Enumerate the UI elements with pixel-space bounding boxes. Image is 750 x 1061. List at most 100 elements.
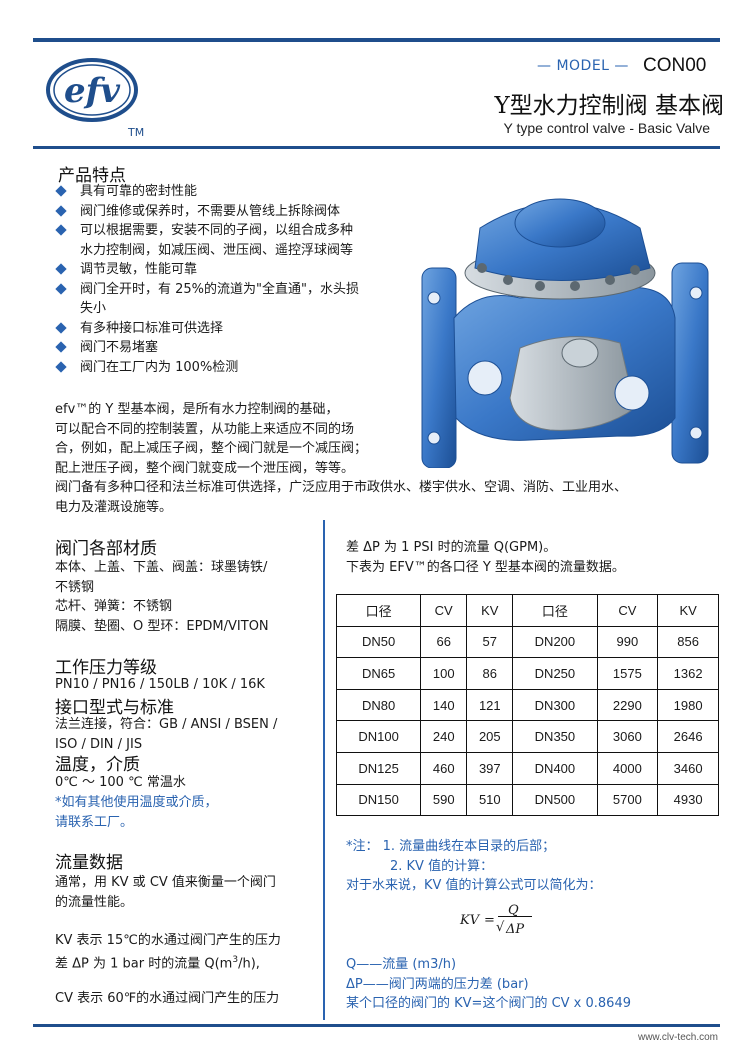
- feature-text: 调节灵敏，性能可靠: [80, 262, 198, 277]
- efv-logo: efv: [46, 58, 138, 122]
- feature-item: 调节灵敏，性能可靠: [55, 260, 359, 280]
- feature-item: 有多种接口标准可供选择: [55, 319, 359, 339]
- feature-text: 具有可靠的密封性能: [80, 184, 198, 199]
- table-cell: DN300: [512, 688, 598, 722]
- features-heading: 产品特点: [58, 166, 126, 186]
- column-divider: [323, 520, 325, 1020]
- feature-text: 可以根据需要，安装不同的子阀，以组合成多种: [80, 223, 354, 238]
- table-cell: 100: [420, 657, 468, 690]
- page-subtitle: Y type control valve - Basic Valve: [503, 120, 710, 136]
- table-cell: 57: [466, 625, 514, 659]
- pressure-heading: 工作压力等级: [55, 658, 157, 678]
- table-cell: 4930: [657, 783, 719, 817]
- flow-line: 的流量性能。: [55, 894, 134, 910]
- temperature-heading: 温度，介质: [55, 755, 140, 775]
- formula-legend: Q——流量 (m3/h) ΔP——阀门两端的压力差 (bar) 某个口径的阀门的…: [346, 955, 631, 1014]
- table-cell: 1362: [657, 657, 719, 690]
- materials-text: 本体、上盖、下盖、阀盖：球墨铸铁/ 不锈钢 芯杆、弹簧：不锈钢 隔膜、垫圈、O …: [55, 558, 269, 636]
- table-cell: 397: [466, 751, 514, 785]
- table-cell: DN250: [512, 657, 598, 690]
- table-cell: DN400: [512, 751, 598, 785]
- materials-line: 不锈钢: [55, 579, 95, 595]
- kv-superscript: 3: [232, 954, 239, 965]
- table-cell: 1980: [657, 688, 719, 722]
- table-cell: 2290: [596, 688, 659, 722]
- table-cell: 5700: [596, 783, 659, 817]
- notes-line: *注： 1. 流量曲线在本目录的后部；: [346, 839, 556, 854]
- table-cell: 3460: [657, 751, 719, 785]
- legend-line: ΔP——阀门两端的压力差 (bar): [346, 976, 529, 992]
- diamond-bullet-icon: [55, 360, 67, 373]
- table-cell: 240: [420, 720, 468, 753]
- logo-text: efv: [64, 71, 121, 111]
- feature-text: 失小: [80, 301, 107, 316]
- table-cell: 2646: [657, 720, 719, 753]
- intro-line: 合，例如，配上减压子阀，整个阀门就是一个减压阀；: [55, 441, 368, 456]
- notes-line: 对于水来说，KV 值的计算公式可以简化为：: [346, 878, 602, 893]
- intro-line: 配上泄压子阀，整个阀门就变成一个泄压阀，等等。: [55, 460, 355, 476]
- materials-line: 芯杆、弹簧：不锈钢: [55, 599, 173, 614]
- valve-image: [421, 198, 709, 468]
- legend-line: Q——流量 (m3/h): [346, 957, 457, 972]
- table-cell: 140: [420, 688, 468, 722]
- table-cell: 121: [466, 688, 514, 722]
- footer-url: www.clv-tech.com: [637, 1032, 718, 1043]
- table-cell: 86: [466, 657, 514, 690]
- formula-numerator: Q: [508, 903, 519, 918]
- kv-text: 差 ΔP 为 1 bar 时的流量 Q(m: [55, 955, 233, 971]
- table-cell: 3060: [596, 720, 659, 753]
- feature-text: 阀门维修或保养时，不需要从管线上拆除阀体: [80, 203, 341, 219]
- formula-lhs: KV: [460, 913, 480, 928]
- table-cell: DN150: [335, 783, 422, 817]
- flow-text: 通常，用 KV 或 CV 值来衡量一个阀门 的流量性能。: [55, 873, 276, 912]
- cv-line: CV 表示 60℉的水通过阀门产生的压力: [55, 991, 280, 1006]
- feature-item: 具有可靠的密封性能: [55, 182, 359, 202]
- model-label: — MODEL —: [537, 58, 629, 74]
- diamond-bullet-icon: [55, 341, 67, 353]
- table-header-cell: CV: [596, 594, 659, 627]
- table-header-cell: KV: [657, 594, 719, 627]
- table-cell: DN500: [512, 783, 598, 817]
- logo-tm: TM: [128, 126, 145, 139]
- feature-item: 阀门维修或保养时，不需要从管线上拆除阀体: [55, 202, 359, 222]
- diamond-bullet-icon: [55, 321, 67, 334]
- table-cell: 66: [420, 625, 468, 659]
- temperature-note-line: 请联系工厂。: [55, 814, 134, 830]
- connection-heading: 接口型式与标准: [55, 698, 174, 718]
- diamond-bullet-icon: [55, 282, 67, 295]
- table-cell: 590: [420, 783, 468, 817]
- page-title: Y型水力控制阀 基本阀: [494, 93, 725, 119]
- feature-text: 阀门全开时，有 25%的流道为"全直通"，水头损: [80, 281, 359, 297]
- connection-text: 法兰连接，符合：GB / ANSI / BSEN / ISO / DIN / J…: [55, 715, 277, 754]
- materials-heading: 阀门各部材质: [55, 539, 157, 559]
- materials-line: 隔膜、垫圈、O 型环：EPDM/VITON: [55, 618, 269, 634]
- table-cell: 1575: [596, 657, 659, 690]
- table-header-cell: 口径: [335, 594, 422, 627]
- legend-line: 某个口径的阀门的 KV=这个阀门的 CV x 0.8649: [346, 996, 631, 1011]
- feature-text: 有多种接口标准可供选择: [80, 320, 224, 336]
- feature-text: 阀门不易堵塞: [80, 340, 159, 355]
- table-cell: DN200: [512, 625, 598, 659]
- diamond-bullet-icon: [55, 185, 67, 197]
- flow-line: 通常，用 KV 或 CV 值来衡量一个阀门: [55, 875, 276, 890]
- diamond-bullet-icon: [55, 263, 67, 275]
- footer-rule: [33, 1024, 720, 1027]
- connection-line: ISO / DIN / JIS: [55, 736, 143, 752]
- formula-fraction-bar: [498, 916, 532, 917]
- pressure-text: PN10 / PN16 / 150LB / 10K / 16K: [55, 677, 265, 692]
- kv-line: 差 ΔP 为 1 bar 时的流量 Q(m3/h),: [55, 951, 281, 974]
- table-header-cell: 口径: [512, 594, 598, 627]
- notes: *注： 1. 流量曲线在本目录的后部； 2. KV 值的计算： 对于水来说，KV…: [346, 837, 602, 896]
- table-cell: 856: [657, 625, 719, 659]
- kv-line: KV 表示 15℃的水通过阀门产生的压力: [55, 933, 281, 948]
- table-cell: DN100: [335, 720, 422, 753]
- connection-line: 法兰连接，符合：GB / ANSI / BSEN /: [55, 717, 278, 732]
- intro-line: 可以配合不同的控制装置，从功能上来适应不同的场: [55, 421, 355, 437]
